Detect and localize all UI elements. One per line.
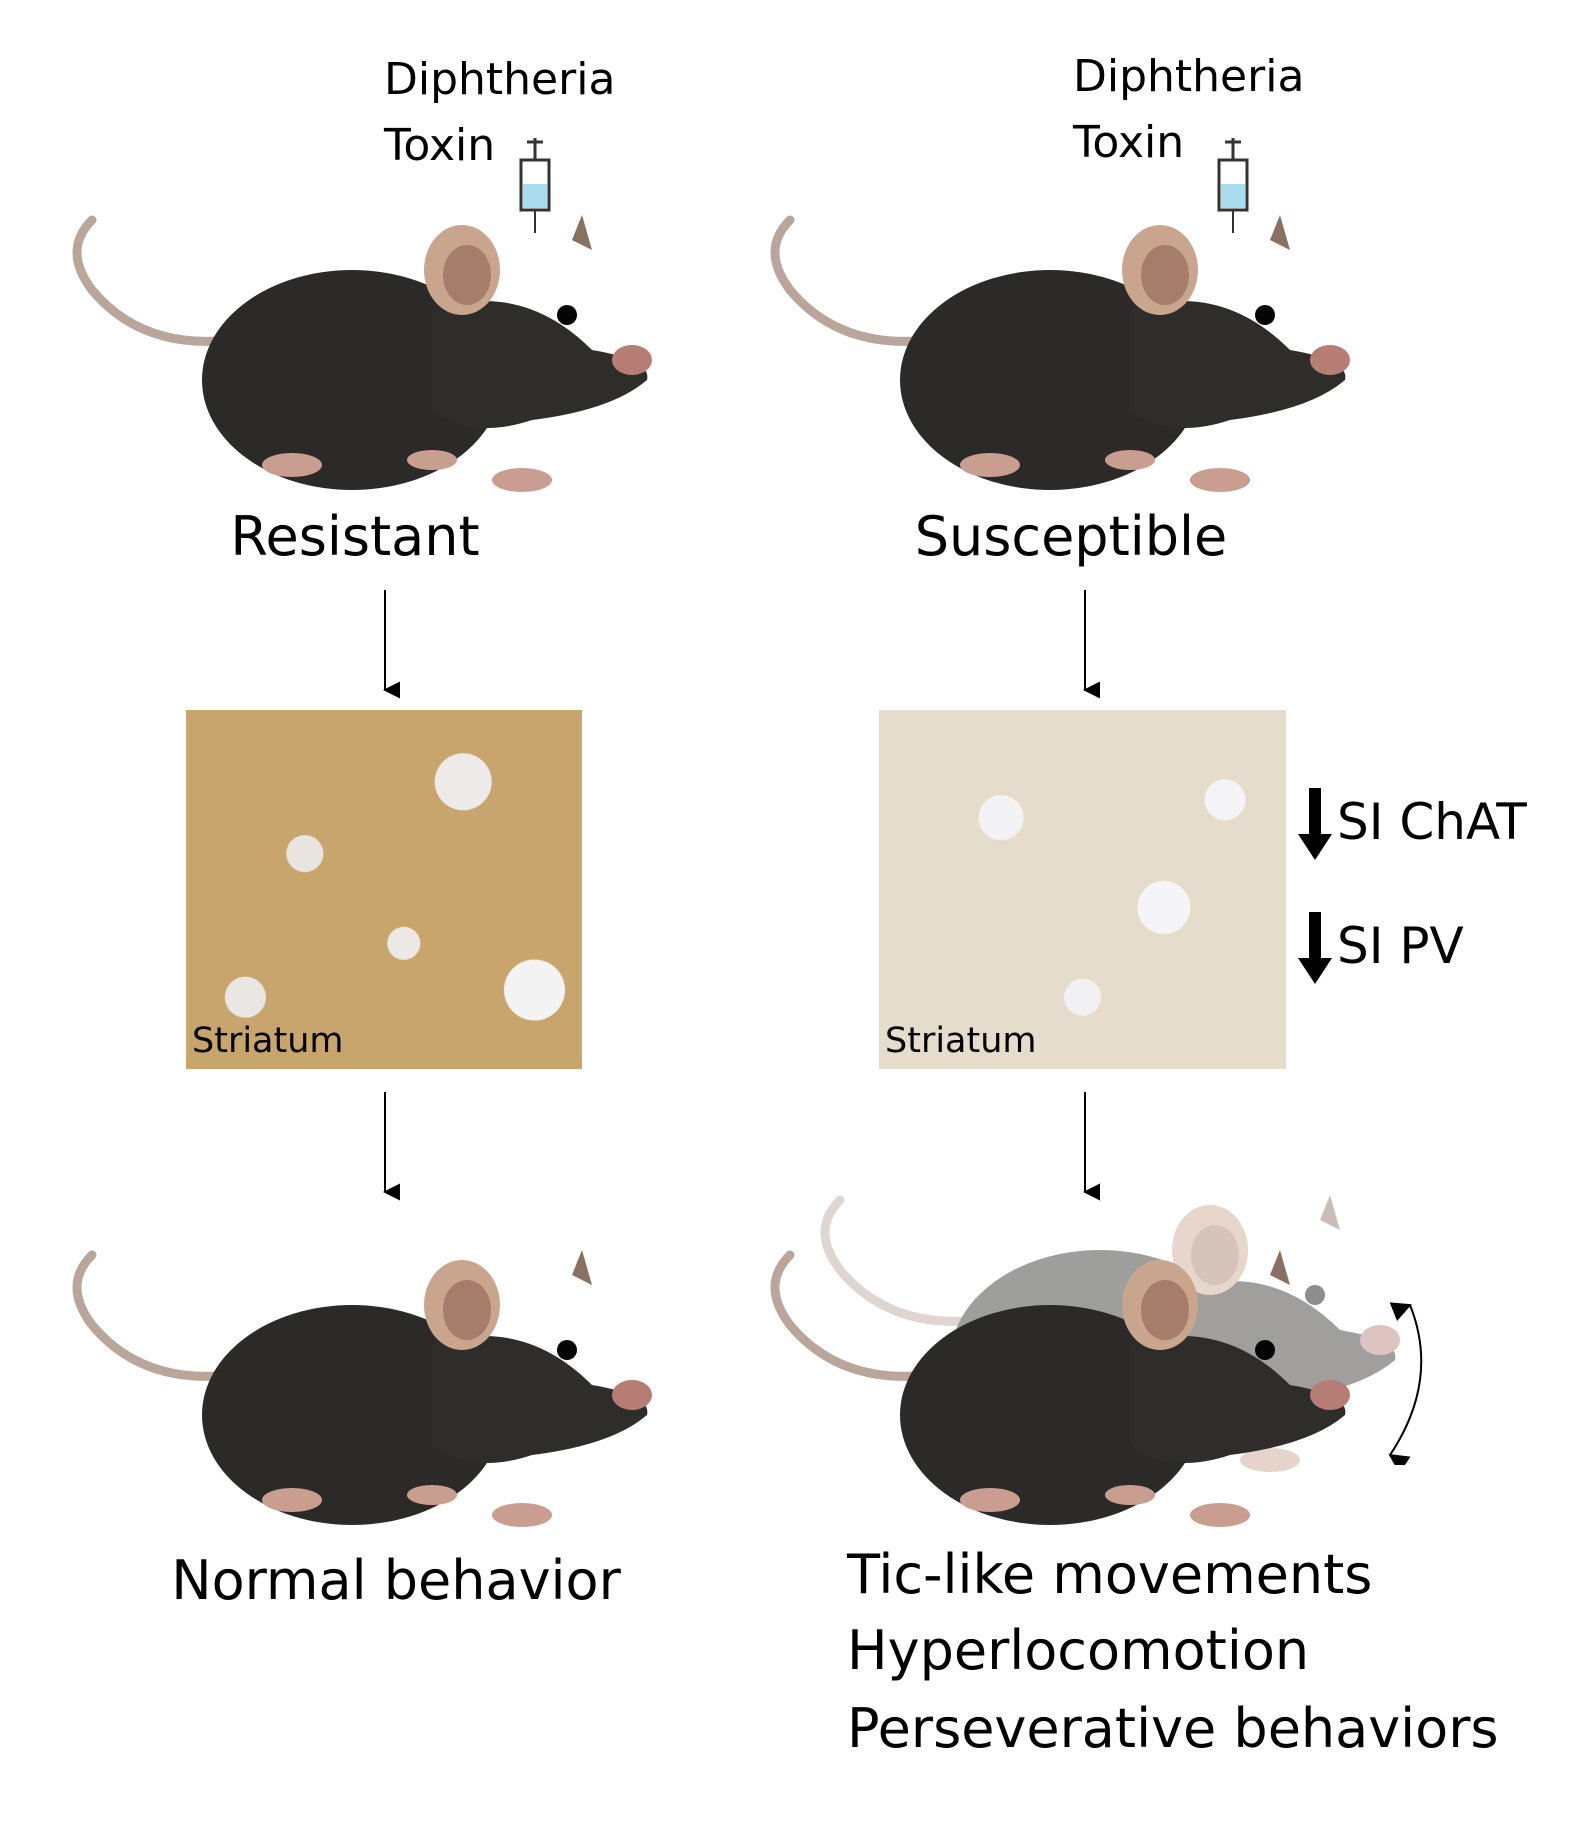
marker-si-pv: SI PV <box>1337 917 1464 975</box>
arrow-down-icon <box>383 590 400 700</box>
outcome-normal-behavior: Normal behavior <box>171 1549 621 1612</box>
injection-label-right-line1: Diphtheria <box>1073 51 1305 102</box>
outcome-hyperlocomotion: Hyperlocomotion <box>847 1619 1310 1682</box>
mouse-image-tic <box>750 1245 1350 1537</box>
outcome-tic-like-movements: Tic-like movements <box>847 1543 1373 1606</box>
marker-si-chat: SI ChAT <box>1337 793 1527 851</box>
arrow-down-icon <box>1083 590 1100 700</box>
curved-double-arrow-icon <box>1388 1302 1423 1465</box>
mouse-image-susceptible <box>750 210 1350 502</box>
decrease-arrow-icon <box>1298 912 1332 984</box>
striatum-stain-susceptible: Striatum <box>879 710 1286 1069</box>
phenotype-susceptible: Susceptible <box>914 505 1228 568</box>
injection-label-right-line2: Toxin <box>1073 117 1185 168</box>
outcome-perseverative-behaviors: Perseverative behaviors <box>847 1697 1499 1760</box>
injection-label-left-line2: Toxin <box>384 120 496 171</box>
decrease-arrow-icon <box>1298 788 1332 860</box>
arrow-down-icon <box>383 1092 400 1202</box>
striatum-stain-resistant: Striatum <box>186 710 582 1069</box>
mouse-image-resistant <box>52 210 652 502</box>
stain-caption: Striatum <box>885 1021 1037 1061</box>
phenotype-resistant: Resistant <box>230 505 480 568</box>
stain-caption: Striatum <box>192 1021 344 1061</box>
injection-label-left-line1: Diphtheria <box>384 54 616 105</box>
mouse-image-normal <box>52 1245 652 1537</box>
arrow-down-icon <box>1083 1092 1100 1202</box>
